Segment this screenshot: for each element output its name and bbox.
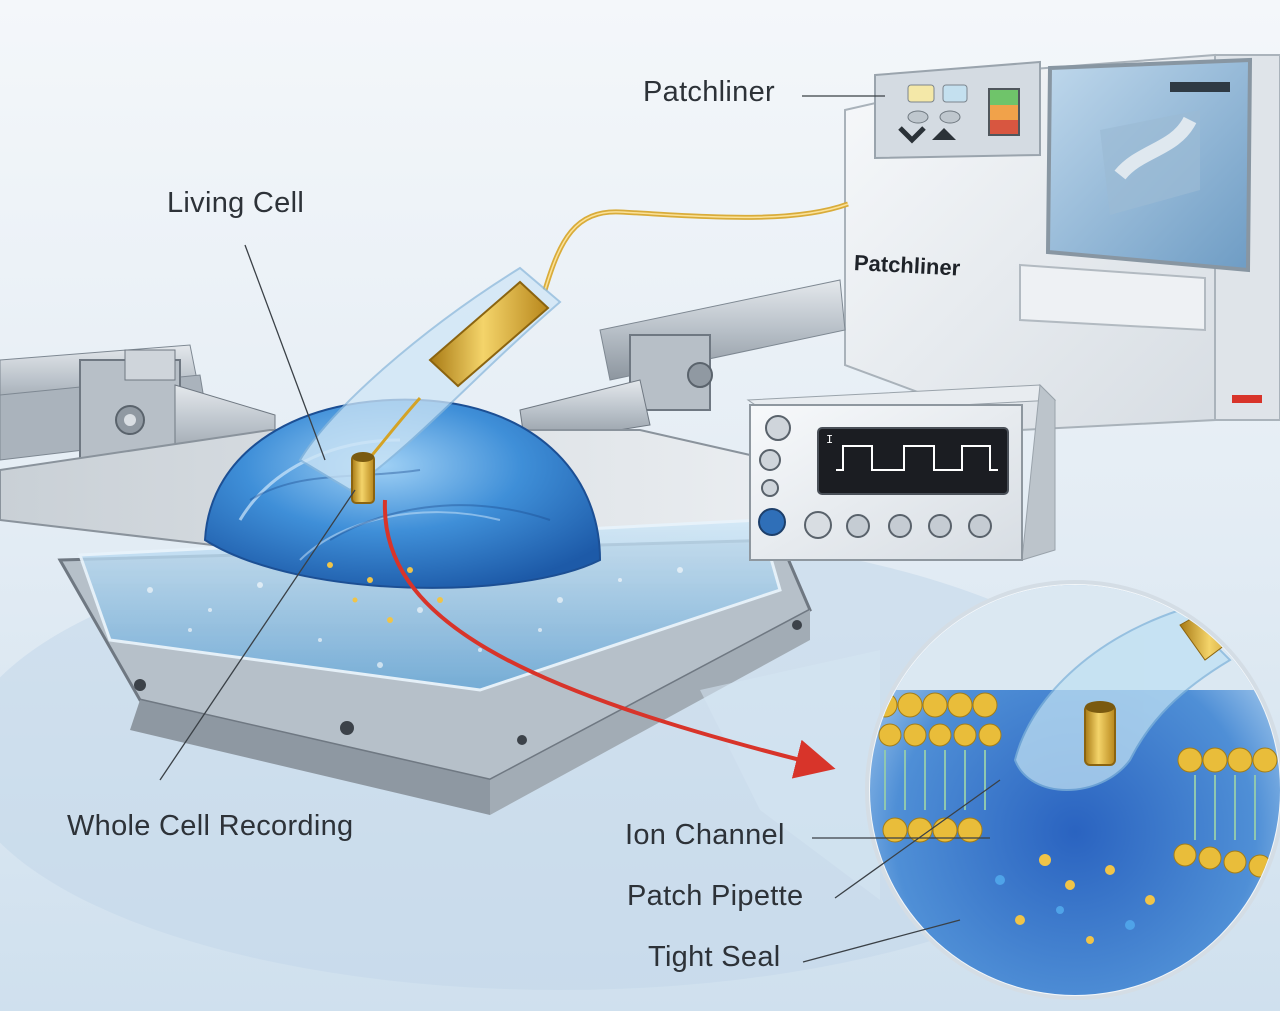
leader-lines [159,95,1001,963]
amplifier-display [817,427,1009,495]
right-micromanipulator [519,279,846,446]
whole-cell-recording-label: Whole Cell Recording [67,810,354,842]
zoom-arrow [382,499,836,779]
patch-pipette-label: Patch Pipette [627,880,804,912]
patchliner-machine [844,53,1280,432]
amplifier-display-symbol: I [826,433,833,447]
lipid-bilayer [872,692,1278,878]
patch-pipette-main [298,266,562,504]
living-cell [203,398,602,623]
zoom-inset [700,580,1280,1000]
amplifier-trace [836,445,998,471]
patchliner-device-label: Patchliner [853,250,961,281]
ion-channel-label: Ion Channel [625,819,785,851]
tight-seal-label: Tight Seal [648,941,781,973]
patchliner-callout-label: Patchliner [643,76,775,108]
amplifier-box: I [746,383,1057,561]
living-cell-label: Living Cell [167,187,305,219]
